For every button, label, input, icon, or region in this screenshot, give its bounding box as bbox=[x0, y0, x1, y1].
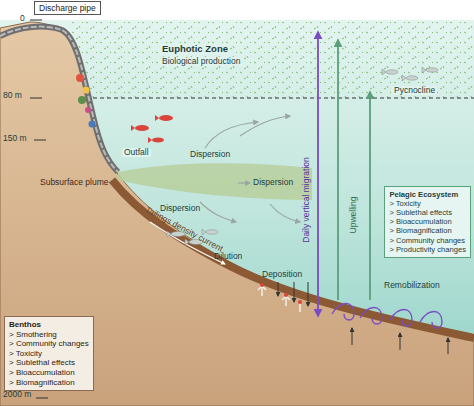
red-fish bbox=[131, 115, 173, 143]
text-label: Outfall bbox=[122, 148, 151, 157]
text-label: Dispersion bbox=[190, 150, 230, 159]
text-label: Dispersion bbox=[160, 204, 200, 213]
box-item: > Sublethal effects bbox=[389, 208, 466, 217]
plankton-texture bbox=[70, 22, 474, 98]
discharge-pipe bbox=[0, 27, 118, 172]
box-item: > Biomagnification bbox=[389, 226, 466, 235]
text-label: Deposition bbox=[262, 270, 302, 279]
shallow-coral bbox=[76, 74, 96, 128]
text-label: Dispersion bbox=[253, 178, 293, 187]
deposition-arrows bbox=[278, 282, 308, 306]
pycnocline-line bbox=[86, 98, 474, 99]
text-label: Subsurface plume bbox=[40, 178, 109, 187]
remobilization-arrows bbox=[352, 328, 448, 354]
box-heading: Benthos bbox=[9, 320, 89, 330]
box-item: > Productivity changes bbox=[389, 245, 466, 254]
pipe-label-box: Discharge pipe bbox=[34, 1, 101, 15]
box-item: Discharge pipe bbox=[39, 3, 96, 13]
box-item: > Toxicity bbox=[9, 349, 89, 359]
box-heading: Pelagic Ecosystem bbox=[389, 190, 466, 199]
box-item: > Smothering bbox=[9, 330, 89, 340]
tailings-density-current bbox=[112, 180, 474, 338]
subsurface-plume bbox=[118, 163, 312, 200]
text-label: Euphotic Zone bbox=[160, 44, 230, 54]
text-label: 0 bbox=[20, 14, 25, 23]
text-label: 150 m bbox=[3, 134, 27, 143]
box-item: > Biomagnification bbox=[9, 378, 89, 388]
deep-coral bbox=[258, 283, 302, 312]
text-label: Daily vertical migration bbox=[302, 157, 311, 243]
box-item: > Sublethal effects bbox=[9, 358, 89, 368]
box-item: > Community changes bbox=[9, 339, 89, 349]
text-label: Upwelling bbox=[349, 197, 358, 234]
seabed-slope bbox=[0, 22, 474, 406]
text-label: Pycnocline bbox=[392, 86, 437, 95]
pipe-segments bbox=[0, 27, 118, 172]
text-label: Biological production bbox=[160, 57, 242, 66]
dispersion-arrows bbox=[200, 116, 300, 222]
upwelling-arrows bbox=[338, 40, 370, 300]
text-label: 80 m bbox=[3, 91, 22, 100]
migration-arrow bbox=[317, 32, 319, 316]
box-item: > Community changes bbox=[389, 236, 466, 245]
box-item: > Toxicity bbox=[389, 199, 466, 208]
box-item: > Bioaccumulation bbox=[9, 368, 89, 378]
box-item: > Bioaccumulation bbox=[389, 217, 466, 226]
text-label: 2000 m bbox=[3, 390, 31, 399]
impact-box: Pelagic Ecosystem> Toxicity> Sublethal e… bbox=[384, 186, 471, 258]
impact-box: Benthos> Smothering> Community changes> … bbox=[4, 316, 94, 391]
remobilization-swirls bbox=[332, 304, 442, 329]
sea-water bbox=[0, 20, 474, 406]
text-label: Remobilization bbox=[384, 281, 440, 290]
